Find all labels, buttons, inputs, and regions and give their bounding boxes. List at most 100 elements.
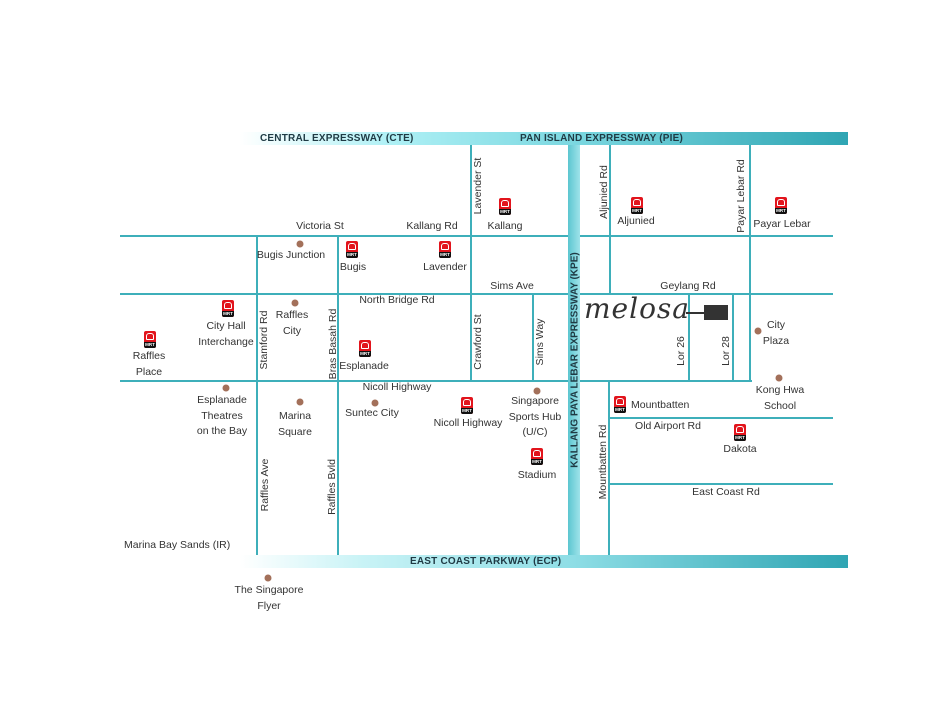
mrt-city-hall: City Hall Interchange [198, 320, 254, 348]
road-label-east-coast-rd: East Coast Rd [692, 486, 760, 498]
mrt-stadium: Stadium [517, 469, 557, 481]
road-line [532, 294, 534, 381]
mrt-raffles-place: Raffles Place [132, 350, 166, 378]
mrt-icon: MRT [359, 340, 371, 357]
mrt-icon: MRT [631, 197, 643, 214]
road-line [470, 145, 472, 381]
road-label-sims-way: Sims Way [534, 318, 546, 366]
road-label-nicoll-highway: Nicoll Highway [362, 381, 432, 393]
mrt-icon: MRT [499, 198, 511, 215]
road-line [609, 483, 833, 485]
landmark-dot [775, 374, 783, 382]
road-line [120, 380, 568, 382]
landmark-dot [533, 387, 541, 395]
location-pointer-line [686, 312, 706, 314]
mrt-badge: MRT [144, 342, 156, 348]
mrt-badge: MRT [359, 351, 371, 357]
road-line [732, 294, 734, 381]
landmark-dot [754, 327, 762, 335]
mrt-nicoll-highway: Nicoll Highway [433, 417, 503, 429]
road-label-lor-28: Lor 28 [720, 336, 732, 366]
landmark-city-plaza: City Plaza [762, 319, 790, 347]
landmark-esplanade-theatres: Esplanade Theatres on the Bay [196, 394, 248, 437]
mrt-icon: MRT [734, 424, 746, 441]
mrt-icon: MRT [531, 448, 543, 465]
ecp-label: EAST COAST PARKWAY (ECP) [410, 556, 562, 567]
landmark-dot [296, 398, 304, 406]
mrt-badge: MRT [499, 209, 511, 215]
road-line [608, 381, 610, 555]
landmark-dot [296, 240, 304, 248]
pie-expressway-bar [240, 132, 848, 145]
road-label-crawford-st: Crawford St [472, 314, 484, 370]
road-line [256, 236, 258, 555]
landmark-sports-hub: Singapore Sports Hub (U/C) [508, 395, 562, 438]
road-line [609, 145, 611, 294]
road-line [609, 417, 833, 419]
road-label-mountbatten-rd: Mountbatten Rd [597, 424, 609, 500]
road-label-lor-26: Lor 26 [675, 336, 687, 366]
mrt-icon: MRT [144, 331, 156, 348]
landmark-dot [222, 384, 230, 392]
landmark-dot [371, 399, 379, 407]
landmark-marina-bay-sands: Marina Bay Sands (IR) [124, 539, 231, 551]
mrt-badge: MRT [222, 311, 234, 317]
ecp-expressway-bar [240, 555, 848, 568]
road-line [120, 293, 568, 295]
road-label-raffles-bvld: Raffles Bvld [326, 459, 338, 515]
mrt-icon: MRT [614, 396, 626, 413]
mrt-badge: MRT [461, 408, 473, 414]
road-label-lavender-st: Lavender St [472, 157, 484, 215]
kpe-label: KALLANG PAYA LEBAR EXPRESSWAY (KPE) [569, 252, 581, 468]
pie-label: PAN ISLAND EXPRESSWAY (PIE) [520, 133, 684, 144]
road-label-sims-ave: Sims Ave [490, 280, 534, 292]
road-label-victoria-st: Victoria St [296, 220, 344, 232]
mrt-badge: MRT [614, 407, 626, 413]
mrt-icon: MRT [775, 197, 787, 214]
landmark-dot [291, 299, 299, 307]
mrt-mountbatten: Mountbatten [631, 399, 690, 411]
road-line [580, 293, 833, 295]
melosa-logo: melosa [584, 292, 690, 325]
landmark-bugis-junction: Bugis Junction [256, 249, 326, 261]
landmark-marina-square: Marina Square [278, 410, 312, 438]
mrt-badge: MRT [775, 208, 787, 214]
mrt-badge: MRT [631, 208, 643, 214]
mrt-dakota: Dakota [723, 443, 757, 455]
road-label-payar-lebar-rd: Payar Lebar Rd [735, 159, 747, 233]
road-line [120, 235, 568, 237]
landmark-singapore-flyer: The Singapore Flyer [234, 584, 304, 612]
mrt-icon: MRT [461, 397, 473, 414]
mrt-aljunied: Aljunied [617, 215, 655, 227]
road-label-raffles-ave: Raffles Ave [259, 458, 271, 512]
road-label-bras-basah-rd: Bras Basah Rd [327, 308, 339, 380]
landmark-suntec-city: Suntec City [345, 407, 399, 419]
mrt-lavender: Lavender [423, 261, 467, 273]
landmark-kong-hwa-school: Kong Hwa School [755, 384, 805, 412]
road-line [688, 294, 690, 381]
mrt-payar-lebar: Payar Lebar [753, 218, 811, 230]
road-label-stamford-rd: Stamford Rd [258, 310, 270, 370]
mrt-badge: MRT [439, 252, 451, 258]
road-label-kallang-rd: Kallang Rd [406, 220, 458, 232]
landmark-raffles-city: Raffles City [275, 309, 309, 337]
mrt-kallang: Kallang [487, 220, 523, 232]
cte-label: CENTRAL EXPRESSWAY (CTE) [260, 133, 414, 144]
road-line [580, 380, 752, 382]
road-line [337, 236, 339, 555]
mrt-badge: MRT [531, 459, 543, 465]
road-label-aljunied-rd: Aljunied Rd [598, 165, 610, 219]
mrt-icon: MRT [222, 300, 234, 317]
location-marker [704, 305, 728, 320]
mrt-icon: MRT [346, 241, 358, 258]
road-line [749, 145, 751, 381]
mrt-esplanade: Esplanade [339, 360, 389, 372]
mrt-badge: MRT [734, 435, 746, 441]
road-label-geylang-rd: Geylang Rd [660, 280, 716, 292]
mrt-badge: MRT [346, 252, 358, 258]
mrt-bugis: Bugis [339, 261, 367, 273]
road-label-north-bridge-rd: North Bridge Rd [359, 294, 435, 306]
landmark-dot [264, 574, 272, 582]
road-label-old-airport-rd: Old Airport Rd [635, 420, 701, 432]
